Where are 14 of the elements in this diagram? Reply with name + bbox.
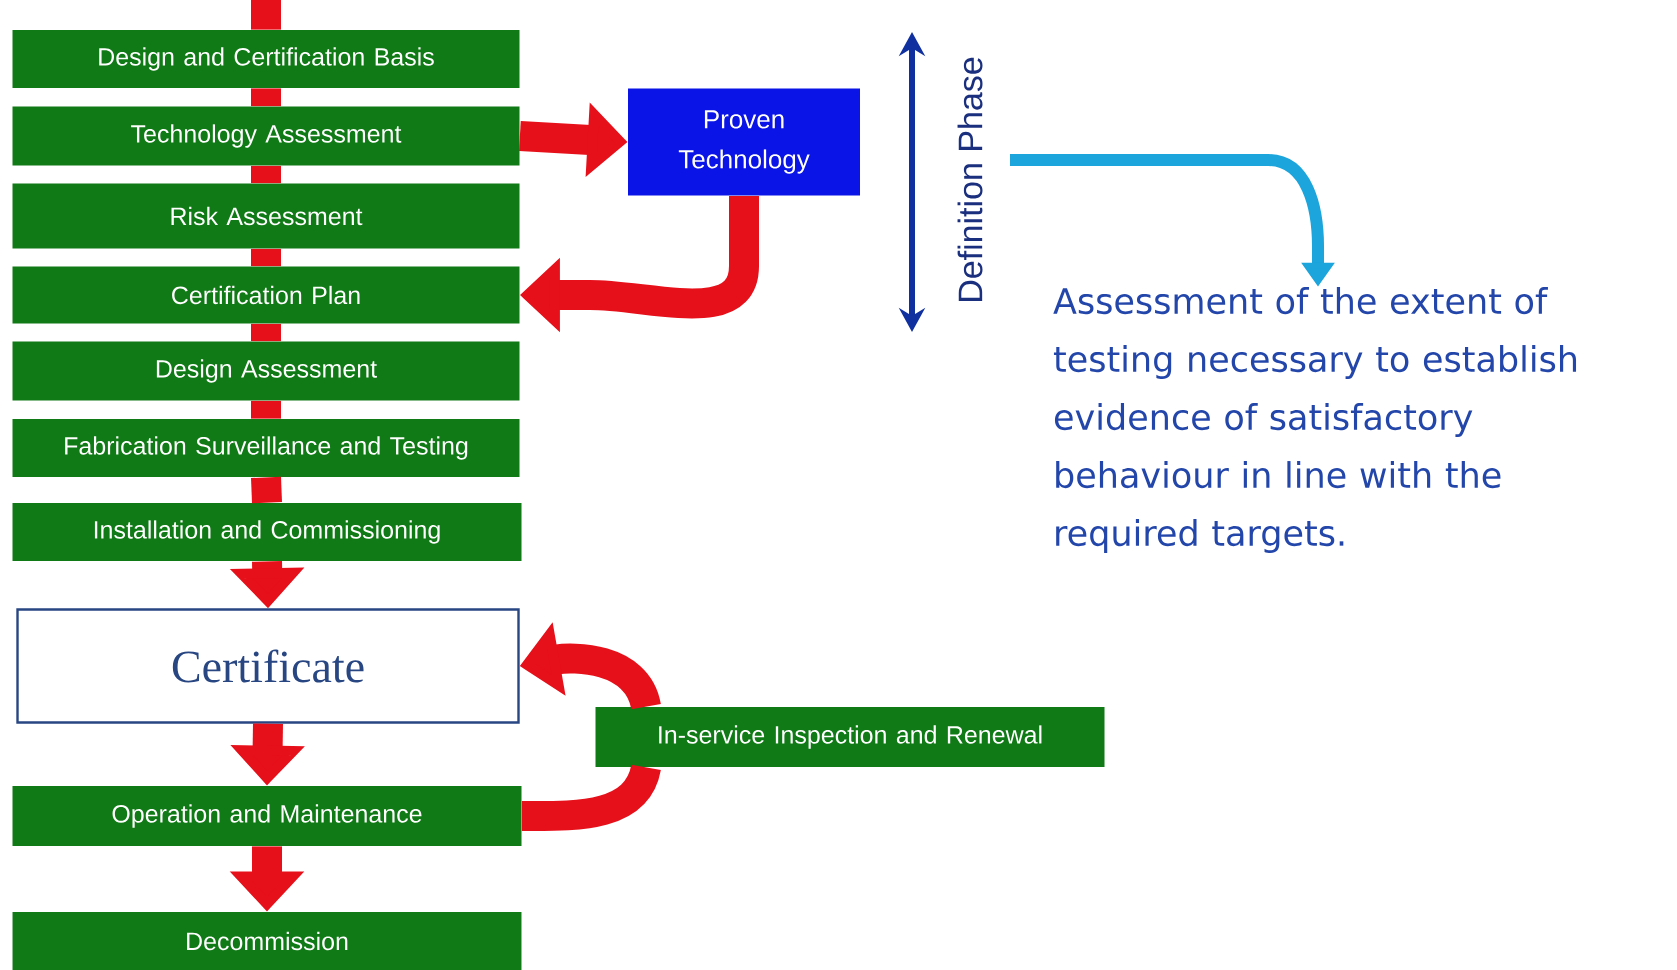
process-box: In-service Inspection and Renewal — [595, 707, 1105, 767]
phase-label: Definition Phase — [957, 57, 983, 301]
process-box: Certification Plan — [12, 266, 520, 324]
process-box: Proven Technology — [628, 88, 860, 196]
certificate-box: Certificate — [16, 608, 520, 724]
process-box: Installation and Commissioning — [12, 503, 522, 561]
process-box: Risk Assessment — [12, 183, 520, 249]
process-box: Technology Assessment — [12, 106, 520, 166]
process-box: Fabrication Surveillance and Testing — [12, 419, 520, 477]
process-box: Design Assessment — [12, 341, 520, 401]
process-box: Operation and Maintenance — [12, 786, 522, 846]
process-box: Decommission — [12, 912, 522, 970]
process-box: Design and Certification Basis — [12, 30, 520, 88]
note-text: Assessment of the extent of testing necessary to establish evidence of satisfactory behaviour in line with the required targets. — [1053, 287, 1577, 553]
